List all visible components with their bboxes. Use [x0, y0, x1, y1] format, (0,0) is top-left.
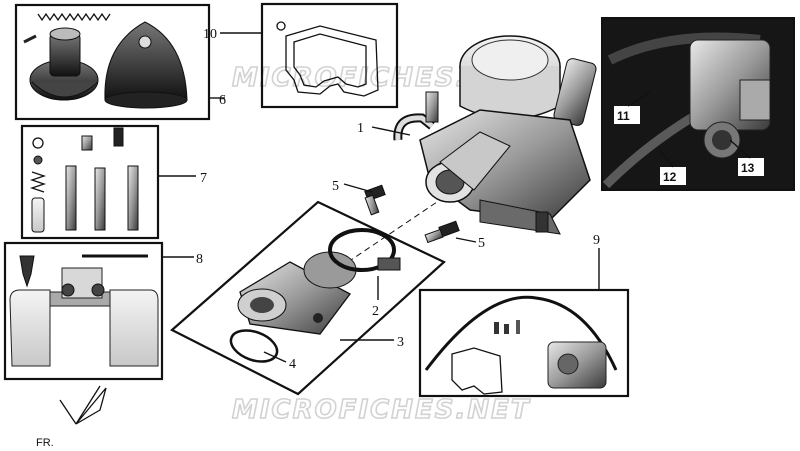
callout-6: 6 [219, 93, 226, 108]
part-box-6 [14, 3, 211, 121]
callout-4: 4 [289, 357, 296, 372]
part-box-9 [418, 288, 630, 398]
front-direction-arrow: FR. [36, 385, 107, 449]
photo-panel: 11 12 13 [601, 17, 795, 191]
callout-8: 8 [196, 252, 203, 267]
part-box-3 [170, 200, 446, 396]
part-box-10 [260, 2, 399, 109]
front-label: FR. [36, 437, 54, 449]
watermark-bottom: MICROFICHES.NET [232, 395, 531, 425]
callout-12: 12 [663, 170, 677, 184]
callout-2: 2 [372, 304, 379, 319]
callout-11: 11 [617, 109, 630, 123]
callout-9: 9 [593, 233, 600, 248]
callout-5b: 5 [478, 236, 485, 251]
carburetor-body [393, 35, 597, 235]
callout-7: 7 [200, 171, 207, 186]
callout-3: 3 [397, 335, 404, 350]
callout-1: 1 [357, 121, 364, 136]
callout-10: 10 [203, 27, 217, 42]
callout-5a: 5 [332, 179, 339, 194]
callout-13: 13 [741, 161, 755, 175]
part-box-8 [3, 241, 164, 381]
bolt-5b [424, 220, 460, 244]
bolt-5a [364, 184, 386, 216]
part-box-7 [20, 124, 160, 240]
